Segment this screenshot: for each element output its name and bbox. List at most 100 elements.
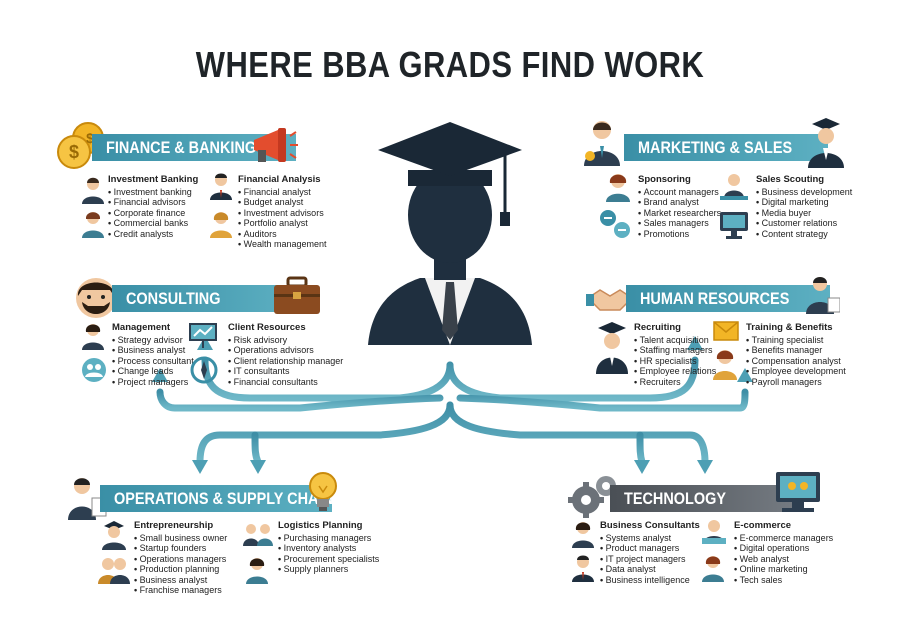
list-item: Customer relations: [756, 218, 852, 229]
list-item: Investment banking: [108, 187, 198, 198]
tree-branches: [156, 346, 749, 630]
list-item: Financial advisors: [108, 197, 198, 208]
meeting-icon: [718, 172, 750, 207]
list-item: Business analyst: [112, 345, 194, 356]
graduate-icon: [594, 320, 630, 379]
svg-text:$: $: [69, 142, 79, 162]
banner-hr: HUMAN RESOURCES: [626, 285, 830, 312]
list-item: Product managers: [600, 543, 700, 554]
list-item: Project managers: [112, 377, 194, 388]
megaphone-icon: [248, 122, 300, 173]
list-item: Business development: [756, 187, 853, 198]
person-icon: [570, 554, 596, 587]
hr-col2-list: Training specialistBenefits managerCompe…: [746, 335, 846, 388]
team-icon: [98, 554, 130, 589]
list-item: E-commerce managers: [734, 533, 834, 544]
list-item: Supply planners: [278, 564, 379, 575]
list-item: Content strategy: [756, 229, 852, 240]
person-icon: [208, 210, 234, 243]
list-item: Startup founders: [134, 543, 227, 554]
list-item: Risk advisory: [228, 335, 343, 346]
list-item: Investment advisors: [238, 208, 327, 219]
finance-col2: Financial Analysis Financial analystBudg…: [238, 174, 327, 250]
finance-col2-list: Financial analystBudget analystInvestmen…: [238, 187, 327, 250]
list-item: Commercial banks: [108, 218, 198, 229]
person-icon: [570, 520, 596, 553]
list-item: Business intelligence: [600, 575, 700, 586]
list-item: Financial analyst: [238, 187, 327, 198]
consulting-col1: Management Strategy advisorBusiness anal…: [112, 322, 194, 388]
list-item: Operations managers: [134, 554, 227, 565]
person-icon: [700, 554, 726, 587]
list-item: IT project managers: [600, 554, 700, 565]
marketing-col2-list: Business developmentDigital marketingMed…: [756, 187, 853, 240]
list-item: Process consultant: [112, 356, 194, 367]
list-item: Procurement specialists: [278, 554, 380, 565]
list-item: Auditors: [238, 229, 327, 240]
envelope-icon: [712, 320, 740, 347]
list-item: Online marketing: [734, 564, 833, 575]
operations-col1: Entrepreneurship Small business ownerSta…: [134, 520, 228, 596]
list-item: Employee relations: [634, 366, 717, 377]
person-icon: [208, 172, 234, 205]
team-icon: [80, 356, 108, 389]
list-item: Credit analysts: [108, 229, 198, 240]
compass-icon: [190, 356, 218, 389]
graduate-figure: [368, 122, 532, 345]
list-item: Digital operations: [734, 543, 833, 554]
consulting-col2: Client Resources Risk advisoryOperations…: [228, 322, 344, 388]
technology-col1-list: Systems analystProduct managersIT projec…: [600, 533, 700, 586]
person-icon: [80, 210, 106, 243]
coins-icon: $$: [54, 120, 108, 175]
person-icon: [100, 520, 128, 555]
person-icon: [712, 348, 738, 385]
banner-marketing: MARKETING & SALES: [624, 134, 828, 161]
bearded-man-icon: [74, 276, 118, 325]
briefcase-icon: [272, 276, 322, 321]
technology-col1: Business Consultants Systems analystProd…: [600, 520, 700, 586]
list-item: Employee development: [746, 366, 846, 377]
computer-icon: [772, 470, 824, 521]
chat-icons: [598, 208, 632, 245]
list-item: Corporate finance: [108, 208, 198, 219]
banner-technology: TECHNOLOGY: [610, 485, 800, 512]
list-item: Systems analyst: [600, 533, 700, 544]
list-item: Staffing managers: [634, 345, 716, 356]
operations-col1-list: Small business ownerStartup foundersOper…: [134, 533, 228, 596]
list-item: Talent acquisition: [634, 335, 716, 346]
person-icon: [244, 556, 270, 589]
list-item: Wealth management: [238, 239, 327, 250]
list-item: Compensation analyst: [746, 356, 846, 367]
list-item: Tech sales: [734, 575, 833, 586]
banner-consulting: CONSULTING: [112, 285, 296, 312]
marketing-col2: Sales Scouting Business developmentDigit…: [756, 174, 853, 240]
list-item: Web analyst: [734, 554, 833, 565]
list-item: Change leads: [112, 366, 194, 377]
hr-col1-list: Talent acquisitionStaffing managersHR sp…: [634, 335, 717, 388]
svg-text:$: $: [86, 130, 94, 146]
list-item: Recruiters: [634, 377, 716, 388]
operations-col2-list: Purchasing managersInventory analystsPro…: [278, 533, 380, 575]
list-item: Client relationship manager: [228, 356, 344, 367]
list-item: Brand analyst: [638, 197, 721, 208]
list-item: Strategy advisor: [112, 335, 194, 346]
list-item: Benefits manager: [746, 345, 846, 356]
list-item: Financial consultants: [228, 377, 343, 388]
person-icon: [80, 176, 106, 209]
list-item: Budget analyst: [238, 197, 327, 208]
graduate-icon: [806, 116, 846, 173]
list-item: Franchise managers: [134, 585, 227, 596]
list-item: Digital marketing: [756, 197, 852, 208]
list-item: Promotions: [638, 229, 721, 240]
list-item: Payroll managers: [746, 377, 846, 388]
banner-operations: OPERATIONS & SUPPLY CHAIN: [100, 485, 333, 512]
marketing-col1-list: Account managersBrand analystMarket rese…: [638, 187, 722, 240]
list-item: HR specialists: [634, 356, 716, 367]
businessman-icon: [68, 476, 108, 525]
list-item: Purchasing managers: [278, 533, 379, 544]
list-item: Small business owner: [134, 533, 228, 544]
hr-col2: Training & Benefits Training specialistB…: [746, 322, 846, 388]
list-item: Sales managers: [638, 218, 721, 229]
monitor-icon: [718, 210, 750, 245]
